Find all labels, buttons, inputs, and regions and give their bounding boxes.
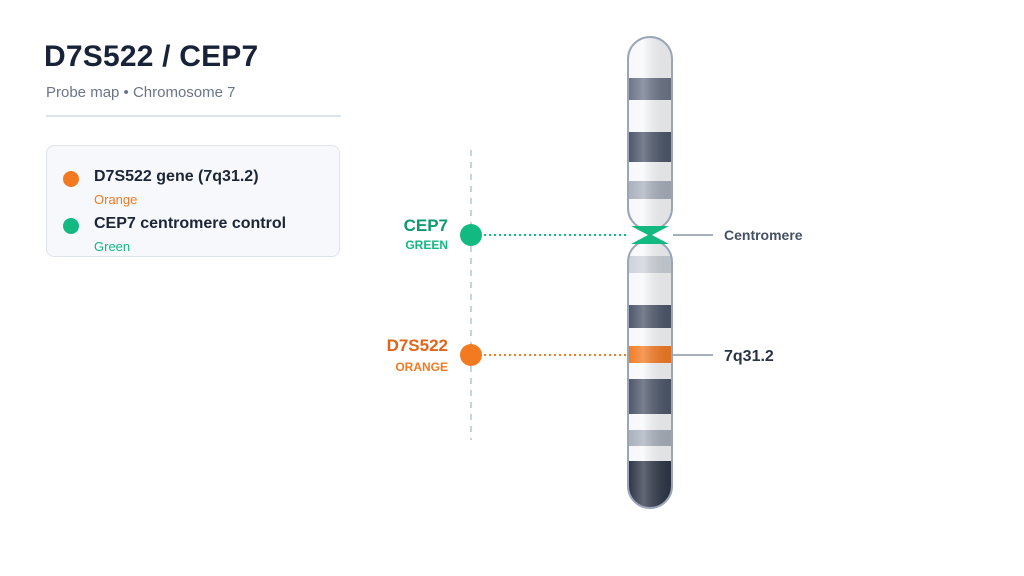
legend-item-color-name: Orange: [94, 192, 138, 207]
legend-item-label: D7S522 gene (7q31.2): [94, 168, 259, 185]
probe-color-label: ORANGE: [395, 360, 448, 374]
header-divider: [46, 115, 341, 117]
green-dot-icon: [63, 218, 79, 234]
legend-item-color-name: Green: [94, 239, 131, 254]
orange-dot-icon: [63, 171, 79, 187]
legend-item-label: CEP7 centromere control: [94, 215, 287, 232]
probe-cep7: CEP7 GREEN: [404, 216, 628, 252]
chromosome-q-arm: [627, 239, 673, 509]
chromosome-p-arm: [627, 36, 673, 231]
orange-probe-dot-icon: [460, 344, 482, 366]
probe-name: CEP7: [404, 216, 448, 235]
green-probe-dot-icon: [460, 224, 482, 246]
locus-label: 7q31.2: [724, 348, 774, 365]
probe-name: D7S522: [387, 336, 448, 355]
probe-d7s522: D7S522 ORANGE: [387, 336, 628, 374]
centromere-label: Centromere: [724, 227, 803, 243]
probe-color-label: GREEN: [405, 238, 448, 252]
legend-panel: D7S522 gene (7q31.2) Orange CEP7 centrom…: [46, 145, 340, 257]
page-title: D7S522 / CEP7: [44, 40, 259, 73]
page-subtitle: Probe map • Chromosome 7: [46, 84, 236, 101]
centromere-marker: [631, 226, 669, 244]
